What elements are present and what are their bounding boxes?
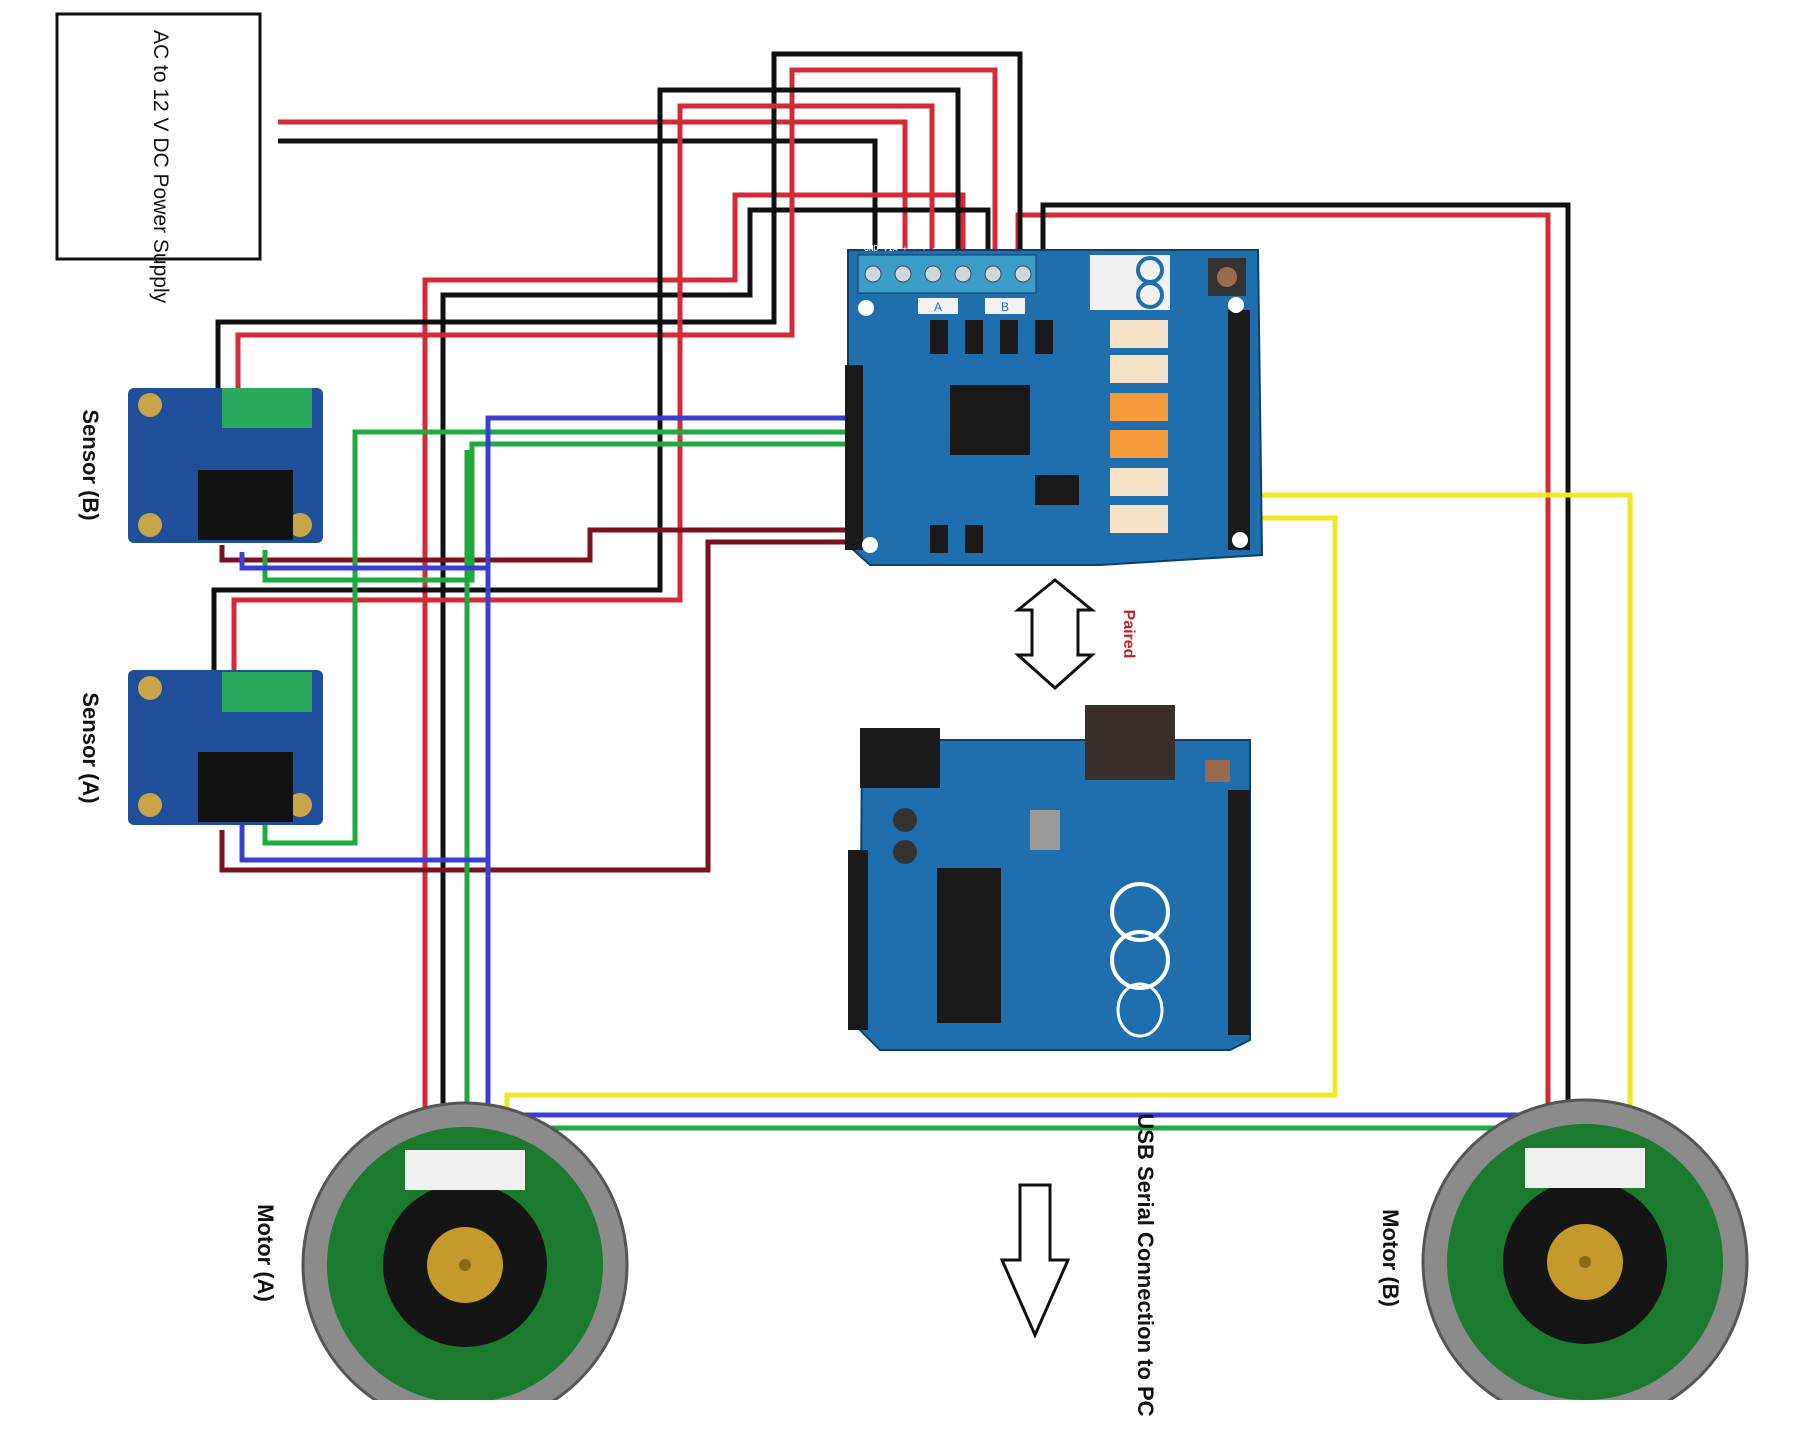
motor-b-body bbox=[1421, 1098, 1749, 1426]
wire-green-motor-b bbox=[467, 1125, 1593, 1150]
wire-blue-motor-b bbox=[488, 1112, 1613, 1150]
wire-motor-a-black bbox=[440, 207, 991, 1160]
arduino-uno bbox=[848, 705, 1251, 1051]
motor-b-label: Motor (B) bbox=[1378, 1209, 1403, 1307]
sensor-b-board bbox=[128, 388, 323, 543]
wire-sensor-a-red bbox=[231, 103, 935, 680]
sensor-b-label: Sensor (B) bbox=[78, 409, 103, 521]
motor-a-label: Motor (A) bbox=[253, 1204, 278, 1302]
power-supply-label: AC to 12 V DC Power Supply bbox=[149, 30, 172, 304]
wire-sensor-a-black bbox=[211, 87, 961, 680]
wire-green-a bbox=[262, 429, 850, 846]
sensor-a-board bbox=[128, 670, 323, 825]
svg-text:B: B bbox=[1001, 300, 1009, 314]
paired-arrow bbox=[1013, 578, 1097, 691]
motor-shield: GND VIA + - + - A B bbox=[845, 244, 1264, 566]
svg-text:A: A bbox=[934, 300, 942, 314]
wire-sensor-b-black bbox=[215, 51, 1023, 390]
wire-yellow-b bbox=[1245, 492, 1633, 1150]
paired-label: Paired bbox=[1120, 609, 1137, 659]
wire-psu-black bbox=[278, 138, 878, 250]
wire-blue-b bbox=[239, 552, 488, 571]
power-supply-box bbox=[55, 12, 262, 261]
wiring-diagram: GND VIA + - + - A B bbox=[55, 12, 1749, 1429]
wire-motor-b-black bbox=[1040, 202, 1571, 1150]
motor-a-body bbox=[301, 1101, 629, 1429]
wire-sensor-b-darkred bbox=[219, 527, 850, 563]
wires bbox=[211, 51, 1633, 1160]
wire-sensor-b-red bbox=[235, 67, 998, 390]
usb-connection-label: USB Serial Connection to PC bbox=[1133, 1113, 1158, 1417]
shield-terminal-labels: GND VIA + - + - bbox=[864, 244, 936, 253]
sensor-a-label: Sensor (A) bbox=[78, 692, 103, 804]
wire-psu-red bbox=[278, 119, 908, 250]
wire-motor-a-red bbox=[422, 192, 966, 1160]
wire-blue-a bbox=[239, 415, 850, 863]
usb-arrow bbox=[999, 1183, 1071, 1339]
wire-sensor-a-darkred bbox=[219, 539, 850, 873]
